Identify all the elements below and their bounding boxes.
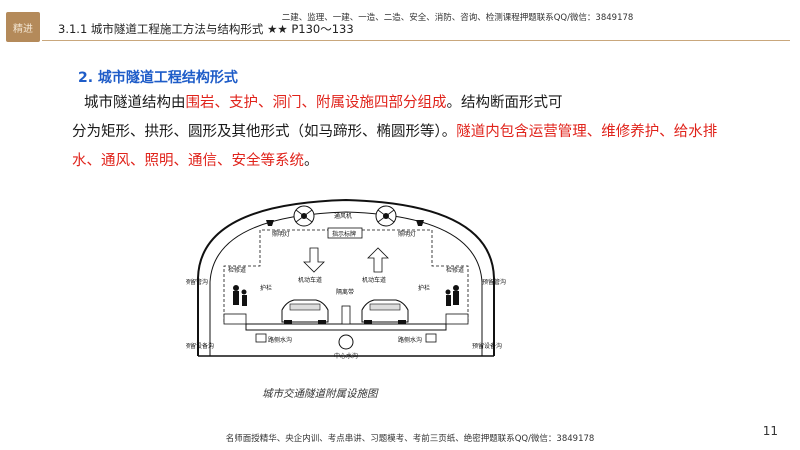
label-pipe-right: 预留设备沟 (472, 342, 502, 350)
figure-caption: 城市交通隧道附属设施图 (262, 388, 378, 400)
section-title: 3.1.1 城市隧道工程施工方法与结构形式 ★★ P130～133 (58, 22, 354, 36)
drain-left (255, 333, 267, 343)
ventilation-fan-left (293, 205, 315, 227)
header-divider (42, 40, 790, 41)
label-signboard: 指示标牌 (332, 230, 356, 238)
road-slab (245, 323, 447, 331)
para-text-1: 城市隧道结构由 (84, 95, 186, 111)
brand-logo: 精进 (6, 12, 40, 42)
label-fan: 通风机 (334, 212, 352, 220)
label-pipe-left: 预留设备沟 (186, 342, 214, 350)
clearance-outline (223, 229, 469, 322)
pedestrian-right (445, 285, 459, 306)
car-right (361, 299, 409, 324)
ventilation-fan-right (375, 205, 397, 227)
tunnel-facilities-diagram: 通风机 照明灯 照明灯 指示标牌 机动车道 机动车道 隔离带 检修道 检修道 护… (186, 198, 506, 360)
label-walkway-left: 检修道 (228, 266, 246, 274)
content-heading: 2. 城市隧道工程结构形式 (78, 70, 238, 86)
median-barrier (341, 305, 351, 325)
lamp-right-icon (416, 220, 424, 226)
label-lamp-right: 照明灯 (398, 230, 416, 238)
label-center-drain: 中心水沟 (334, 352, 358, 360)
label-guard-left: 护栏 (260, 284, 272, 292)
label-drain-left: 路侧水沟 (268, 336, 292, 344)
body-paragraph: 城市隧道结构由围岩、支护、洞门、附属设施四部分组成。结构断面形式可 分为矩形、拱… (72, 89, 732, 176)
walkway-right (445, 313, 469, 325)
tunnel-inner-lining (209, 211, 483, 356)
lane-arrow-up (367, 247, 389, 273)
label-lane-right: 机动车道 (362, 276, 386, 284)
label-cable-right: 预留管沟 (482, 278, 506, 286)
signboard-icon (327, 227, 363, 239)
para-highlight-1: 围岩、支护、洞门、附属设施四部分组成 (185, 95, 447, 111)
footer-contact: 名师面授精华、央企内训、考点串讲、习题模考、考前三页纸、绝密押题联系QQ/微信：… (225, 434, 595, 444)
label-guard-right: 护栏 (418, 284, 430, 292)
car-left (281, 299, 329, 324)
para-text-2: 。结构断面形式可 (446, 95, 563, 111)
label-walkway-right: 检修道 (446, 266, 464, 274)
center-drain-pipe (338, 334, 354, 350)
drain-right (425, 333, 437, 343)
label-median: 隔离带 (336, 288, 354, 296)
label-lane-left: 机动车道 (298, 276, 322, 284)
page-number: 11 (762, 424, 778, 438)
walkway-left (223, 313, 247, 325)
label-drain-right: 路侧水沟 (398, 336, 422, 344)
pedestrian-left (233, 285, 247, 306)
label-cable-left: 预留管沟 (186, 278, 208, 286)
para-text-4: 。 (304, 153, 319, 169)
para-text-3: 分为矩形、拱形、圆形及其他形式（如马蹄形、椭圆形等）。 (72, 124, 457, 140)
header-contact: 二建、监理、一建、一造、二造、安全、消防、咨询、检测课程押题联系QQ/微信：38… (281, 13, 634, 23)
lamp-left-icon (266, 220, 274, 226)
para-highlight-2: 隧道内包含运营管理、维修养护、给水排水、通风、照明、通信、安全等系统 (72, 124, 718, 169)
tunnel-outer-lining (197, 198, 495, 356)
lane-arrow-down (303, 247, 325, 273)
label-lamp-left: 照明灯 (272, 230, 290, 238)
